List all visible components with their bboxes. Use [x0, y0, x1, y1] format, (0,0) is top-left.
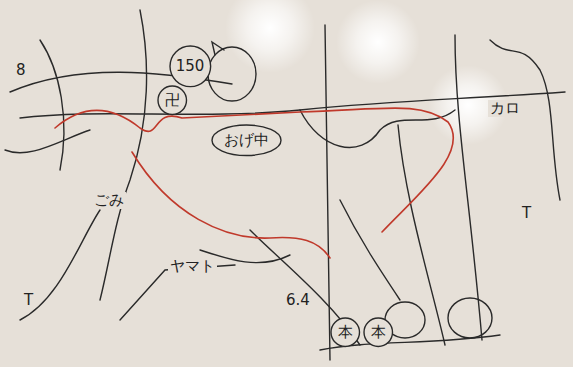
circle-stroke: [331, 318, 360, 347]
mark-text: 本: [371, 324, 386, 341]
map-label: T: [520, 205, 533, 222]
circle-stroke: [158, 86, 187, 115]
glare: [336, 0, 420, 84]
circled-mark: 卍: [157, 85, 188, 116]
map-label: 8: [14, 62, 28, 79]
mark-text: おげ中: [224, 132, 269, 149]
mark-text: 卍: [165, 92, 180, 109]
circled-mark: 150: [169, 45, 212, 88]
map-label: ごみ: [92, 192, 126, 209]
map-label: カロ: [488, 100, 522, 117]
circled-mark: おげ中: [211, 124, 282, 157]
mark-text: 150: [176, 58, 205, 75]
circled-mark: 本: [363, 317, 394, 348]
map-label: T: [22, 292, 35, 309]
circle-stroke: [364, 318, 393, 347]
red-route: [55, 108, 453, 258]
sketch-lines: [5, 10, 565, 360]
circled-mark: 本: [330, 317, 361, 348]
map-label: 6.4: [284, 292, 312, 309]
map-label: ヤマト: [168, 258, 217, 275]
circle-stroke: [170, 46, 211, 87]
circle-stroke: [212, 125, 281, 156]
mark-text: 本: [338, 324, 353, 341]
glare: [225, 0, 315, 73]
